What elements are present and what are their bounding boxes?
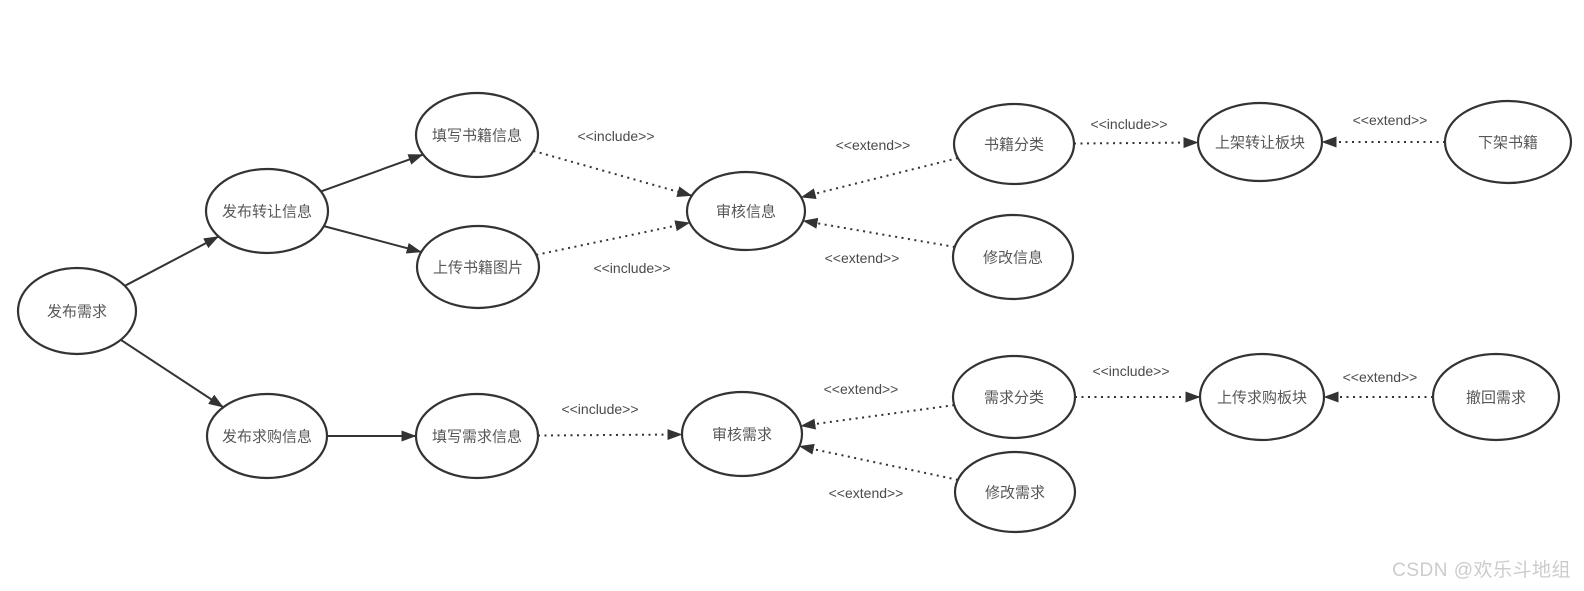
edge-xuqiu-fenlei-to-shenhe-xuqiu	[800, 404, 955, 430]
usecase-ellipse-fabu-zhuanrang-xinxi	[204, 167, 330, 255]
usecase-node-xuqiu-fenlei: 需求分类	[951, 354, 1077, 440]
usecase-label-shangchuan-shuji-tupian: 上传书籍图片	[433, 260, 523, 277]
edge-label-xiugai-xuqiu-to-shenhe-xuqiu: <<extend>>	[829, 485, 904, 501]
edge-label-xuqiu-fenlei-to-shangchuan-qiugou-bankuai: <<include>>	[1092, 363, 1169, 379]
usecase-ellipse-shuji-fenlei	[952, 102, 1076, 186]
usecase-label-xiugai-xinxi: 修改信息	[983, 250, 1043, 267]
usecase-ellipse-shangjia-zhuanrang-bankuai	[1196, 101, 1324, 183]
usecase-ellipse-xiajia-shuji	[1443, 99, 1573, 185]
edge-label-xiajia-shuji-to-shangjia-zhuanrang-bankuai: <<extend>>	[1353, 112, 1428, 128]
usecase-ellipse-xuqiu-fenlei	[951, 354, 1077, 440]
usecase-node-shangchuan-qiugou-bankuai: 上传求购板块	[1198, 352, 1326, 442]
usecase-label-xiugai-xuqiu: 修改需求	[985, 485, 1045, 502]
watermark: CSDN @欢乐斗地组	[1392, 560, 1571, 581]
edge-shuji-fenlei-to-shenhe-xinxi	[800, 157, 959, 200]
usecase-label-shangchuan-qiugou-bankuai: 上传求购板块	[1217, 389, 1307, 407]
usecase-ellipse-xiugai-xinxi	[951, 213, 1075, 301]
edge-label-shuji-fenlei-to-shangjia-zhuanrang-bankuai: <<include>>	[1090, 116, 1167, 132]
usecase-label-shangjia-zhuanrang-bankuai: 上架转让板块	[1215, 134, 1305, 152]
edge-label-chehui-xuqiu-to-shangchuan-qiugou-bankuai: <<extend>>	[1343, 369, 1418, 385]
edge-tianxie-shuji-xinxi-to-shenhe-xinxi	[533, 149, 693, 198]
usecase-label-tianxie-xuqiu-xinxi: 填写需求信息	[432, 429, 522, 446]
edge-xiugai-xinxi-to-shenhe-xinxi	[802, 217, 955, 248]
edge-fabu-zhuanrang-xinxi-to-shangchuan-shuji-tupian	[323, 225, 422, 254]
edge-tianxie-xuqiu-xinxi-to-shenhe-xuqiu	[537, 429, 683, 441]
usecase-ellipse-shangchuan-qiugou-bankuai	[1198, 352, 1326, 442]
edge-labels-layer: <<include>> <<include>> <<extend>> <<extend…	[561, 112, 1427, 501]
usecase-node-tianxie-xuqiu-xinxi: 填写需求信息	[414, 392, 540, 480]
usecase-ellipse-shenhe-xuqiu	[680, 390, 804, 478]
edge-label-xuqiu-fenlei-to-shenhe-xuqiu: <<extend>>	[824, 381, 899, 397]
usecase-ellipse-fabu-qiugou-xinxi	[205, 392, 329, 480]
usecase-node-xiajia-shuji: 下架书籍	[1443, 99, 1573, 185]
usecase-label-shenhe-xinxi: 审核信息	[716, 204, 776, 221]
edge-fabu-zhuanrang-xinxi-to-tianxie-shuji-xinxi	[320, 153, 424, 193]
usecase-node-shangjia-zhuanrang-bankuai: 上架转让板块	[1196, 101, 1324, 183]
edge-fabu-xuqiu-to-fabu-zhuanrang-xinxi	[124, 235, 220, 287]
usecase-ellipse-shenhe-xinxi	[685, 170, 807, 252]
edge-label-xiugai-xinxi-to-shenhe-xinxi: <<extend>>	[825, 250, 900, 266]
usecase-label-shenhe-xuqiu: 审核需求	[712, 427, 772, 444]
usecase-label-xuqiu-fenlei: 需求分类	[984, 390, 1044, 407]
usecase-ellipse-shangchuan-shuji-tupian	[415, 224, 541, 310]
usecase-ellipse-tianxie-shuji-xinxi	[414, 91, 540, 179]
usecase-node-shenhe-xuqiu: 审核需求	[680, 390, 804, 478]
edge-xiugai-xuqiu-to-shenhe-xuqiu	[798, 443, 959, 481]
usecase-ellipse-tianxie-xuqiu-xinxi	[414, 392, 540, 480]
usecase-ellipse-xiugai-xuqiu	[953, 450, 1077, 534]
usecase-node-shenhe-xinxi: 审核信息	[685, 170, 807, 252]
usecase-node-fabu-zhuanrang-xinxi: 发布转让信息	[204, 167, 330, 255]
usecase-label-fabu-zhuanrang-xinxi: 发布转让信息	[222, 204, 312, 221]
usecase-ellipse-chehui-xuqiu	[1431, 352, 1561, 442]
usecase-label-shuji-fenlei: 书籍分类	[984, 137, 1044, 154]
edge-shangchuan-shuji-tupian-to-shenhe-xinxi	[536, 220, 691, 256]
edge-label-tianxie-xuqiu-xinxi-to-shenhe-xuqiu: <<include>>	[561, 401, 638, 417]
edge-label-shuji-fenlei-to-shenhe-xinxi: <<extend>>	[836, 137, 911, 153]
usecase-node-xiugai-xinxi: 修改信息	[951, 213, 1075, 301]
usecase-label-chehui-xuqiu: 撤回需求	[1466, 390, 1526, 407]
edges-layer	[120, 136, 1445, 481]
edge-label-tianxie-shuji-xinxi-to-shenhe-xinxi: <<include>>	[577, 128, 654, 144]
usecase-node-shangchuan-shuji-tupian: 上传书籍图片	[415, 224, 541, 310]
usecase-label-fabu-qiugou-xinxi: 发布求购信息	[222, 429, 312, 446]
usecase-node-tianxie-shuji-xinxi: 填写书籍信息	[414, 91, 540, 179]
edge-shuji-fenlei-to-shangjia-zhuanrang-bankuai	[1073, 137, 1199, 149]
usecase-node-xiugai-xuqiu: 修改需求	[953, 450, 1077, 534]
usecase-node-fabu-qiugou-xinxi: 发布求购信息	[205, 392, 329, 480]
usecase-node-chehui-xuqiu: 撤回需求	[1431, 352, 1561, 442]
usecase-node-shuji-fenlei: 书籍分类	[952, 102, 1076, 186]
usecase-ellipse-fabu-xuqiu	[16, 266, 138, 356]
edge-fabu-xuqiu-to-fabu-qiugou-xinxi	[120, 338, 224, 409]
usecase-label-fabu-xuqiu: 发布需求	[47, 304, 107, 321]
usecase-node-fabu-xuqiu: 发布需求	[16, 266, 138, 356]
edge-label-shangchuan-shuji-tupian-to-shenhe-xinxi: <<include>>	[593, 260, 670, 276]
usecase-label-tianxie-shuji-xinxi: 填写书籍信息	[432, 128, 522, 145]
usecase-label-xiajia-shuji: 下架书籍	[1478, 135, 1538, 152]
